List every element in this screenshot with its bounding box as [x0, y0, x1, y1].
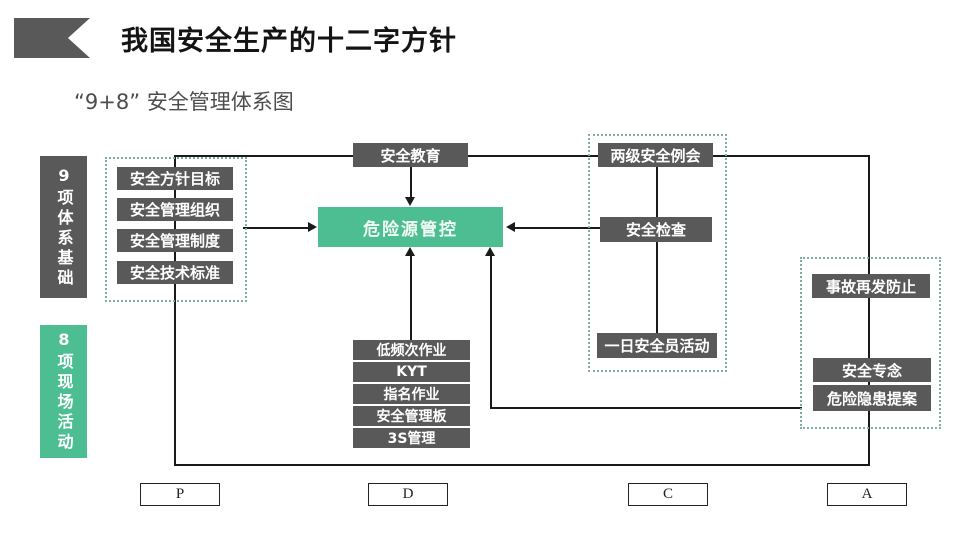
pdca-box-d: D: [368, 483, 448, 506]
connector-loop-horizontal: [490, 407, 802, 409]
connector-top-rail-left: [174, 155, 354, 157]
node-prevention-item: 事故再发防止: [812, 274, 930, 298]
node-activity-item: 低频次作业: [353, 340, 470, 360]
node-activity-item: 指名作业: [353, 384, 470, 404]
node-foundation-item: 安全方针目标: [117, 167, 233, 190]
connector-bottom-rail: [174, 464, 870, 466]
side-label-foundation: 9项体系基础: [40, 156, 87, 298]
node-activity-item: 3S管理: [353, 428, 470, 448]
node-prevention-item: 危险隐患提案: [813, 385, 931, 411]
connector-top-rail-mid: [468, 155, 599, 157]
side-label-activities: 8项现场活动: [40, 325, 87, 458]
group-inspection-frame: [588, 134, 727, 372]
connector-right-rail: [868, 155, 870, 465]
arrowhead-right-icon: [308, 222, 317, 232]
bookmark-flag-icon: [14, 18, 90, 58]
group-prevention-frame: [800, 257, 941, 429]
node-inspection-item: 安全检查: [600, 217, 712, 242]
node-inspection-item: 两级安全例会: [598, 143, 713, 167]
node-prevention-item: 安全专念: [813, 358, 931, 382]
node-activity-item: 安全管理板: [353, 406, 470, 426]
node-foundation-item: 安全管理组织: [117, 198, 233, 221]
node-inspection-item: 一日安全员活动: [597, 333, 717, 358]
arrowhead-down-icon: [405, 197, 415, 206]
node-foundation-item: 安全管理制度: [117, 229, 233, 252]
connector-loop-vertical: [490, 255, 492, 408]
diagram-subtitle: “9+8” 安全管理体系图: [74, 90, 294, 114]
arrowhead-up-icon: [485, 247, 495, 256]
node-foundation-item: 安全技术标准: [117, 261, 233, 284]
node-hazard-control: 危险源管控: [318, 207, 503, 247]
connector-education-to-center: [410, 166, 412, 199]
connector-left-rail: [174, 155, 176, 465]
group-foundation-frame: [105, 157, 247, 302]
node-activity-item: KYT: [353, 362, 470, 382]
page-title: 我国安全生产的十二字方针: [121, 26, 457, 57]
connector-meeting-to-inspection: [656, 166, 658, 218]
connector-foundation-to-center: [243, 227, 311, 229]
connector-inspection-to-center: [515, 227, 601, 229]
node-safety-education: 安全教育: [353, 143, 468, 167]
connector-inspection-to-oneday: [656, 241, 658, 333]
arrowhead-up-icon: [405, 247, 415, 256]
pdca-box-p: P: [140, 483, 220, 506]
connector-stack-to-center: [410, 255, 412, 340]
connector-top-rail-right: [713, 155, 869, 157]
pdca-box-a: A: [827, 483, 907, 506]
pdca-box-c: C: [628, 483, 708, 506]
arrowhead-left-icon: [506, 222, 515, 232]
